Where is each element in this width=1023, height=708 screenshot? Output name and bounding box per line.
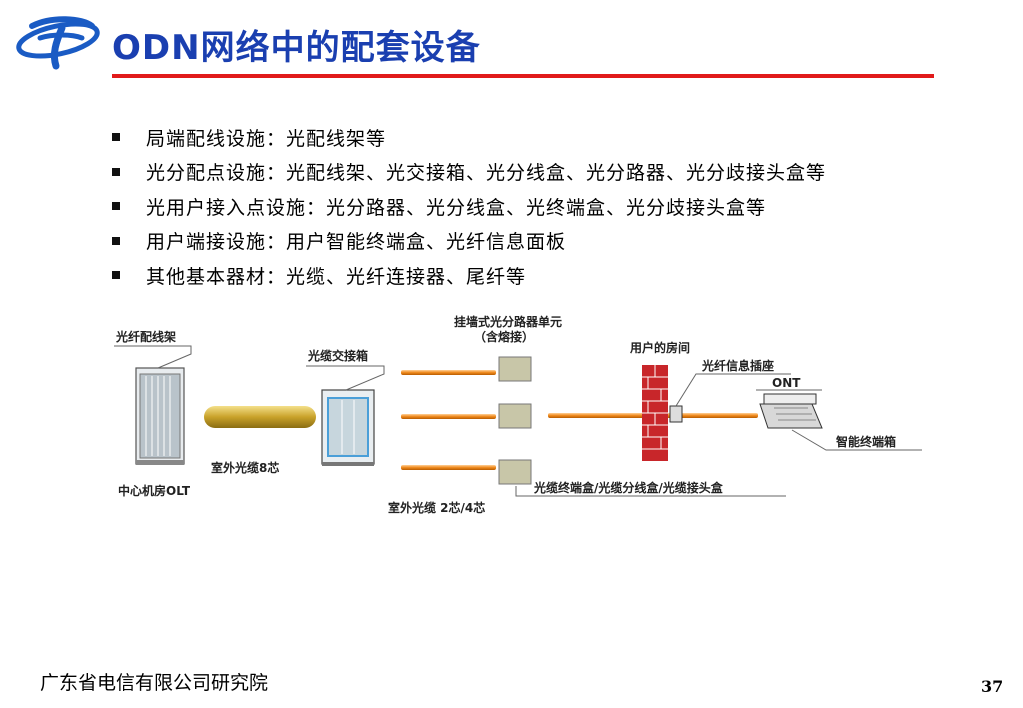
boxes-callout-line bbox=[515, 486, 786, 497]
bullet-item: 光用户接入点设施：光分路器、光分线盒、光终端盒、光分歧接头盒等 bbox=[112, 189, 826, 224]
fiber-socket-icon bbox=[669, 405, 683, 423]
olt-label: 中心机房OLT bbox=[118, 483, 191, 498]
bullet-text: 用户端接设施：用户智能终端盒、光纤信息面板 bbox=[146, 231, 567, 254]
odn-diagram: 光纤配线架 室外光缆8芯 中心机房OLT 光缆交接箱 挂墙式光分路器单元 （含熔… bbox=[114, 314, 922, 515]
smart-box-callout-line bbox=[791, 429, 922, 451]
title-underline bbox=[112, 74, 934, 78]
bullet-item: 用户端接设施：用户智能终端盒、光纤信息面板 bbox=[112, 224, 826, 259]
china-telecom-logo bbox=[16, 16, 100, 70]
bullet-square-icon bbox=[112, 271, 120, 280]
cross-box-label: 光缆交接箱 bbox=[307, 348, 368, 363]
ont-device-icon bbox=[759, 393, 823, 429]
splitter-box-icon bbox=[498, 403, 532, 429]
page-number: 37 bbox=[981, 677, 1004, 696]
cross-box-callout-line bbox=[306, 365, 385, 391]
fiber-line bbox=[401, 414, 496, 419]
bullet-square-icon bbox=[112, 202, 120, 211]
splitter-label-2: （含熔接） bbox=[474, 329, 534, 344]
bullet-item: 光分配点设施：光配线架、光交接箱、光分线盒、光分路器、光分歧接头盒等 bbox=[112, 155, 826, 190]
odf-callout-line bbox=[114, 345, 192, 369]
room-label: 用户的房间 bbox=[629, 340, 690, 355]
odf-rack-icon bbox=[135, 367, 185, 465]
cable-8-label: 室外光缆8芯 bbox=[211, 460, 279, 475]
bullet-item: 局端配线设施：光配线架等 bbox=[112, 120, 826, 155]
socket-callout-line bbox=[675, 373, 791, 407]
bullet-text: 光分配点设施：光配线架、光交接箱、光分线盒、光分路器、光分歧接头盒等 bbox=[146, 162, 827, 185]
footer-organization: 广东省电信有限公司研究院 bbox=[40, 672, 269, 694]
boxes-label: 光缆终端盒/光缆分线盒/光缆接头盒 bbox=[533, 480, 724, 495]
bullet-item: 其他基本器材：光缆、光纤连接器、尾纤等 bbox=[112, 258, 826, 293]
bullet-square-icon bbox=[112, 167, 120, 176]
bullet-square-icon bbox=[112, 133, 120, 142]
cable-8-core bbox=[204, 406, 316, 428]
bullet-text: 其他基本器材：光缆、光纤连接器、尾纤等 bbox=[146, 265, 527, 288]
brick-wall-icon bbox=[642, 365, 668, 461]
splitter-label-1: 挂墙式光分路器单元 bbox=[454, 314, 562, 329]
socket-label: 光纤信息插座 bbox=[701, 358, 774, 373]
bullet-square-icon bbox=[112, 236, 120, 245]
splitter-box-icon bbox=[498, 356, 532, 382]
bullet-text: 局端配线设施：光配线架等 bbox=[146, 127, 387, 150]
odf-label: 光纤配线架 bbox=[115, 329, 176, 344]
page-title: ODN网络中的配套设备 bbox=[112, 28, 481, 68]
smart-box-label: 智能终端箱 bbox=[835, 434, 896, 449]
cable-2-4-label: 室外光缆 2芯/4芯 bbox=[388, 500, 485, 515]
fiber-line bbox=[401, 465, 496, 470]
ont-label: ONT bbox=[772, 376, 801, 390]
bullet-text: 光用户接入点设施：光分路器、光分线盒、光终端盒、光分歧接头盒等 bbox=[146, 196, 767, 219]
cross-box-icon bbox=[321, 389, 375, 466]
fiber-line bbox=[401, 370, 496, 375]
splitter-box-icon bbox=[498, 459, 532, 485]
bullet-list: 局端配线设施：光配线架等 光分配点设施：光配线架、光交接箱、光分线盒、光分路器、… bbox=[112, 120, 826, 293]
